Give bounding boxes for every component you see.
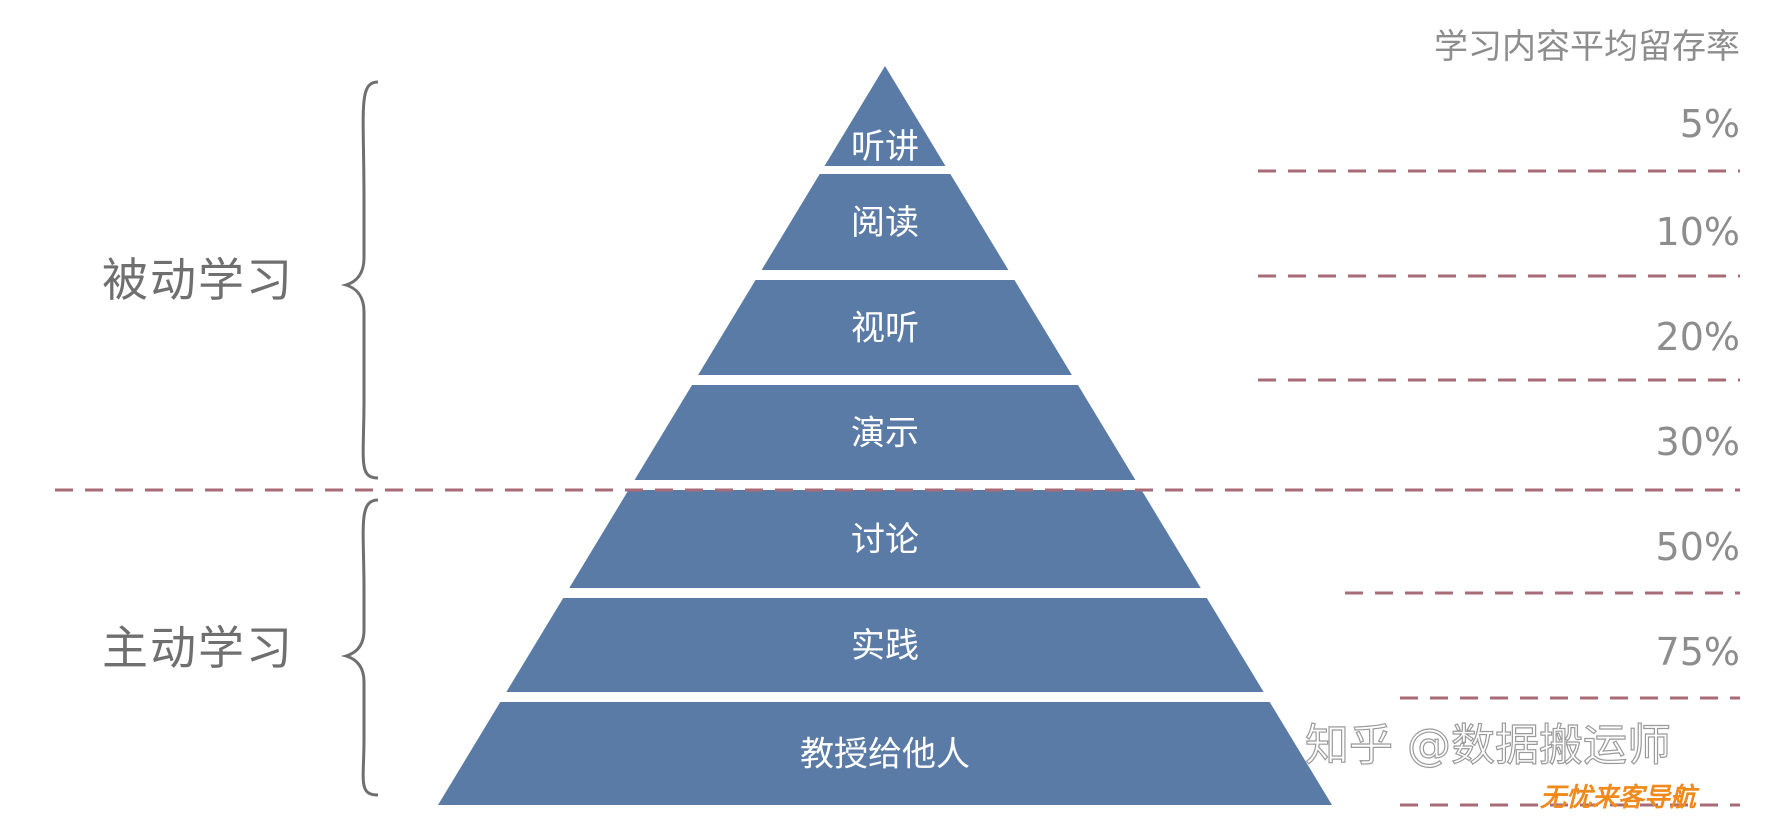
pyramid-tier	[438, 702, 1332, 805]
rate-value: 20%	[1656, 315, 1740, 359]
pyramid-tier	[634, 385, 1136, 480]
watermark-badge: 无忧来客导航	[1540, 783, 1700, 813]
tier-label: 实践	[851, 626, 919, 666]
pyramid-tier	[698, 280, 1072, 375]
rate-value: 10%	[1656, 210, 1740, 254]
passive-learning-label: 被动学习	[102, 253, 294, 307]
pyramid-tier	[569, 490, 1201, 588]
rate-value: 30%	[1656, 420, 1740, 464]
tier-label: 讨论	[851, 520, 919, 560]
pyramid-tier	[506, 598, 1264, 692]
tier-label: 听讲	[851, 127, 919, 167]
tier-label: 阅读	[851, 203, 919, 243]
rate-column-header: 学习内容平均留存率	[1434, 27, 1740, 67]
active-learning-label: 主动学习	[102, 621, 294, 675]
pyramid-tier	[824, 66, 946, 166]
tier-label: 视听	[851, 309, 919, 349]
watermark: 知乎 @数据搬运师 无忧来客导航	[1304, 719, 1700, 813]
rate-values: 5% 10% 20% 30% 50% 75%	[1656, 102, 1740, 674]
active-brace-icon	[340, 498, 379, 797]
passive-brace-icon	[340, 80, 379, 480]
pyramid	[438, 66, 1332, 805]
rate-value: 50%	[1656, 525, 1740, 569]
pyramid-tier	[761, 174, 1009, 270]
tier-label: 教授给他人	[800, 735, 970, 775]
rate-value: 75%	[1656, 630, 1740, 674]
watermark-text: 知乎 @数据搬运师	[1305, 720, 1671, 771]
dashed-separators	[1258, 169, 1740, 807]
tier-label: 演示	[851, 414, 919, 454]
rate-value: 5%	[1680, 102, 1740, 146]
